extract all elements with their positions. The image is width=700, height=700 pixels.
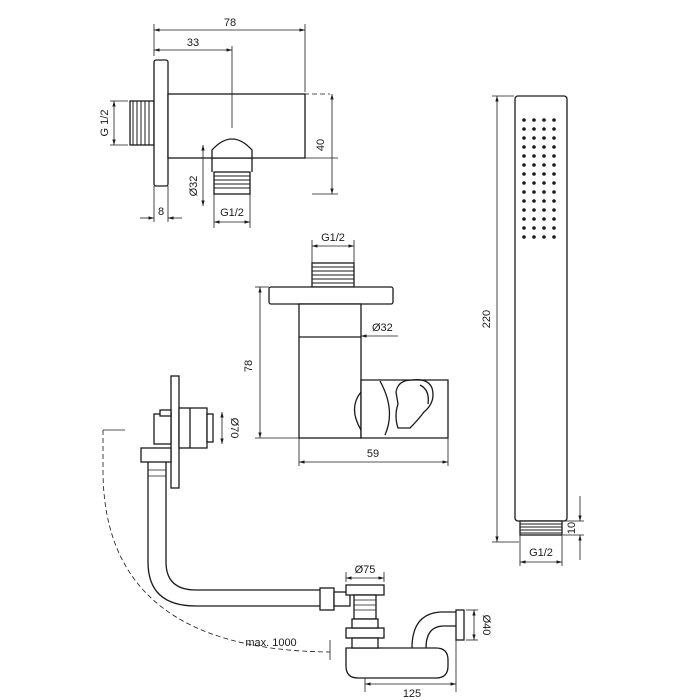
spray-hole (552, 190, 556, 194)
spray-hole (542, 118, 546, 122)
spray-hole (542, 172, 546, 176)
spray-hole (542, 136, 546, 140)
dim-trap-diameter: Ø40 (480, 615, 492, 636)
spray-hole (522, 217, 526, 221)
spray-hole (532, 235, 536, 239)
dim-outlet-center: 33 (187, 37, 199, 49)
outlet-rear-thread-lines (132, 101, 150, 145)
spray-hole (552, 235, 556, 239)
spray-hole (532, 226, 536, 230)
spray-hole (522, 163, 526, 167)
spray-hole (532, 145, 536, 149)
spray-hole (552, 145, 556, 149)
dim-hand-shower-thread: G1/2 (529, 547, 553, 559)
dim-hand-shower-thread-length: 10 (566, 522, 578, 534)
spray-hole (542, 217, 546, 221)
dim-hand-shower-length: 220 (481, 310, 493, 328)
spray-hole (552, 118, 556, 122)
hand-shower: 220 10 G1/2 (481, 95, 584, 566)
trap-outlet (455, 609, 465, 641)
spray-hole (532, 118, 536, 122)
spray-hole (522, 118, 526, 122)
spray-hole (552, 172, 556, 176)
spray-hole (552, 181, 556, 185)
outlet-bottom-thread (213, 171, 251, 195)
spray-hole (542, 127, 546, 131)
dim-flange-thickness: 8 (158, 206, 164, 218)
dim-holder-depth: 59 (367, 448, 379, 460)
dim-trap-offset: 125 (403, 688, 421, 700)
spray-hole (542, 190, 546, 194)
holder: G1/2 Ø32 78 59 (243, 232, 449, 466)
outlet-rear-thread (129, 100, 155, 146)
outlet-dome (211, 138, 253, 159)
overflow-cap (178, 407, 208, 449)
spray-hole (542, 199, 546, 203)
spray-hole (532, 172, 536, 176)
spray-hole (552, 136, 556, 140)
dim-outlet-width: 78 (224, 17, 236, 29)
spray-hole (552, 217, 556, 221)
spray-hole (542, 145, 546, 149)
dim-holder-diameter: Ø32 (372, 322, 393, 334)
dim-outlet-thread: G 1/2 (99, 110, 111, 137)
dim-outlet-diameter: Ø32 (188, 176, 200, 197)
bath-waste: Ø70 Ø75 Ø40 (102, 375, 492, 700)
dim-outlet-bottom-thread: G1/2 (220, 207, 244, 219)
outlet-wall-flange (153, 59, 169, 187)
spray-hole (552, 208, 556, 212)
spray-hole (522, 208, 526, 212)
spray-hole (542, 163, 546, 167)
holder-flange (268, 286, 394, 305)
drain-plug (345, 584, 385, 596)
spray-hole (552, 163, 556, 167)
spray-hole (522, 145, 526, 149)
spray-holes (522, 118, 556, 239)
spray-hole (522, 235, 526, 239)
spray-hole (542, 154, 546, 158)
dim-holder-thread: G1/2 (321, 232, 345, 244)
spray-hole (522, 181, 526, 185)
spray-hole (552, 154, 556, 158)
spray-hole (522, 136, 526, 140)
spray-hole (552, 127, 556, 131)
spray-hole (522, 172, 526, 176)
spray-hole (542, 208, 546, 212)
spray-hole (532, 163, 536, 167)
dim-max-length: max. 1000 (245, 637, 296, 649)
spray-hole (532, 154, 536, 158)
dim-drain-diameter: Ø75 (355, 564, 376, 576)
overflow-pipe-outer (147, 462, 320, 607)
dim-outlet-height: 40 (315, 139, 327, 151)
spray-hole (532, 136, 536, 140)
spray-hole (532, 181, 536, 185)
spray-hole (542, 181, 546, 185)
hand-shower-body (514, 95, 568, 522)
spray-hole (532, 190, 536, 194)
wall-outlet: 78 33 G 1/2 40 Ø32 8 G1/2 (99, 17, 338, 228)
spray-hole (542, 235, 546, 239)
spray-hole (522, 127, 526, 131)
holder-cradle (360, 379, 449, 439)
spray-hole (552, 226, 556, 230)
spray-hole (532, 127, 536, 131)
spray-hole (532, 217, 536, 221)
trap-body (345, 647, 449, 679)
spray-hole (552, 199, 556, 203)
holder-body (298, 303, 362, 439)
spray-hole (542, 226, 546, 230)
spray-hole (522, 154, 526, 158)
overflow-pipe-inner (165, 462, 320, 591)
spray-hole (522, 190, 526, 194)
dim-holder-height: 78 (243, 360, 255, 372)
spray-hole (522, 226, 526, 230)
dim-waste-outer-diameter: Ø70 (228, 418, 240, 439)
spray-hole (532, 208, 536, 212)
waste-wall-plate (170, 375, 180, 489)
spray-hole (522, 199, 526, 203)
spray-hole (532, 199, 536, 203)
